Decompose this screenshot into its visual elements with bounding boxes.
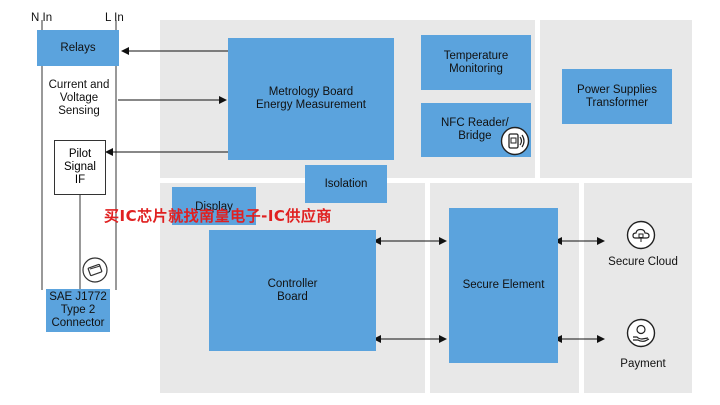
terminal-n-in: N In: [31, 12, 53, 24]
isolation-block: Isolation: [305, 165, 387, 203]
connector-block: SAE J1772 Type 2 Connector: [46, 289, 110, 332]
secure-cloud-label: Secure Cloud: [608, 256, 678, 268]
card-icon: [82, 257, 108, 283]
metrology-block: Metrology Board Energy Measurement: [228, 38, 394, 160]
display-block: Display: [172, 187, 256, 225]
relays-label: Relays: [60, 41, 96, 54]
pilot-signal-label: Pilot Signal IF: [64, 148, 96, 186]
secure-element-block: Secure Element: [449, 208, 558, 363]
power-block: Power Supplies Transformer: [562, 69, 672, 124]
connector-label: SAE J1772 Type 2 Connector: [49, 291, 107, 329]
display-label: Display: [195, 201, 233, 213]
payment-icon: [626, 318, 656, 348]
terminal-l-in: L In: [105, 12, 124, 24]
payment-label: Payment: [620, 358, 666, 370]
metrology-label: Metrology Board Energy Measurement: [256, 86, 366, 111]
secure-element-label: Secure Element: [462, 279, 545, 291]
cloud-icon: [626, 220, 656, 250]
nfc-card-icon: [500, 126, 530, 156]
controller-label: Controller Board: [267, 277, 318, 303]
pilot-signal-block: Pilot Signal IF: [54, 140, 106, 195]
isolation-label: Isolation: [324, 177, 368, 190]
relays-block: Relays: [37, 30, 119, 66]
temperature-label: Temperature Monitoring: [443, 49, 509, 75]
current-voltage-sensing-label: Current and Voltage Sensing: [48, 79, 110, 117]
controller-block: Controller Board: [209, 230, 376, 351]
power-label: Power Supplies Transformer: [577, 83, 657, 109]
nfc-label: NFC Reader/ Bridge: [441, 117, 509, 142]
temperature-block: Temperature Monitoring: [421, 35, 531, 90]
panel-cloud-area: [584, 183, 692, 393]
watermark-text: 买IC芯片就找南皇电子-IC供应商: [104, 207, 332, 225]
